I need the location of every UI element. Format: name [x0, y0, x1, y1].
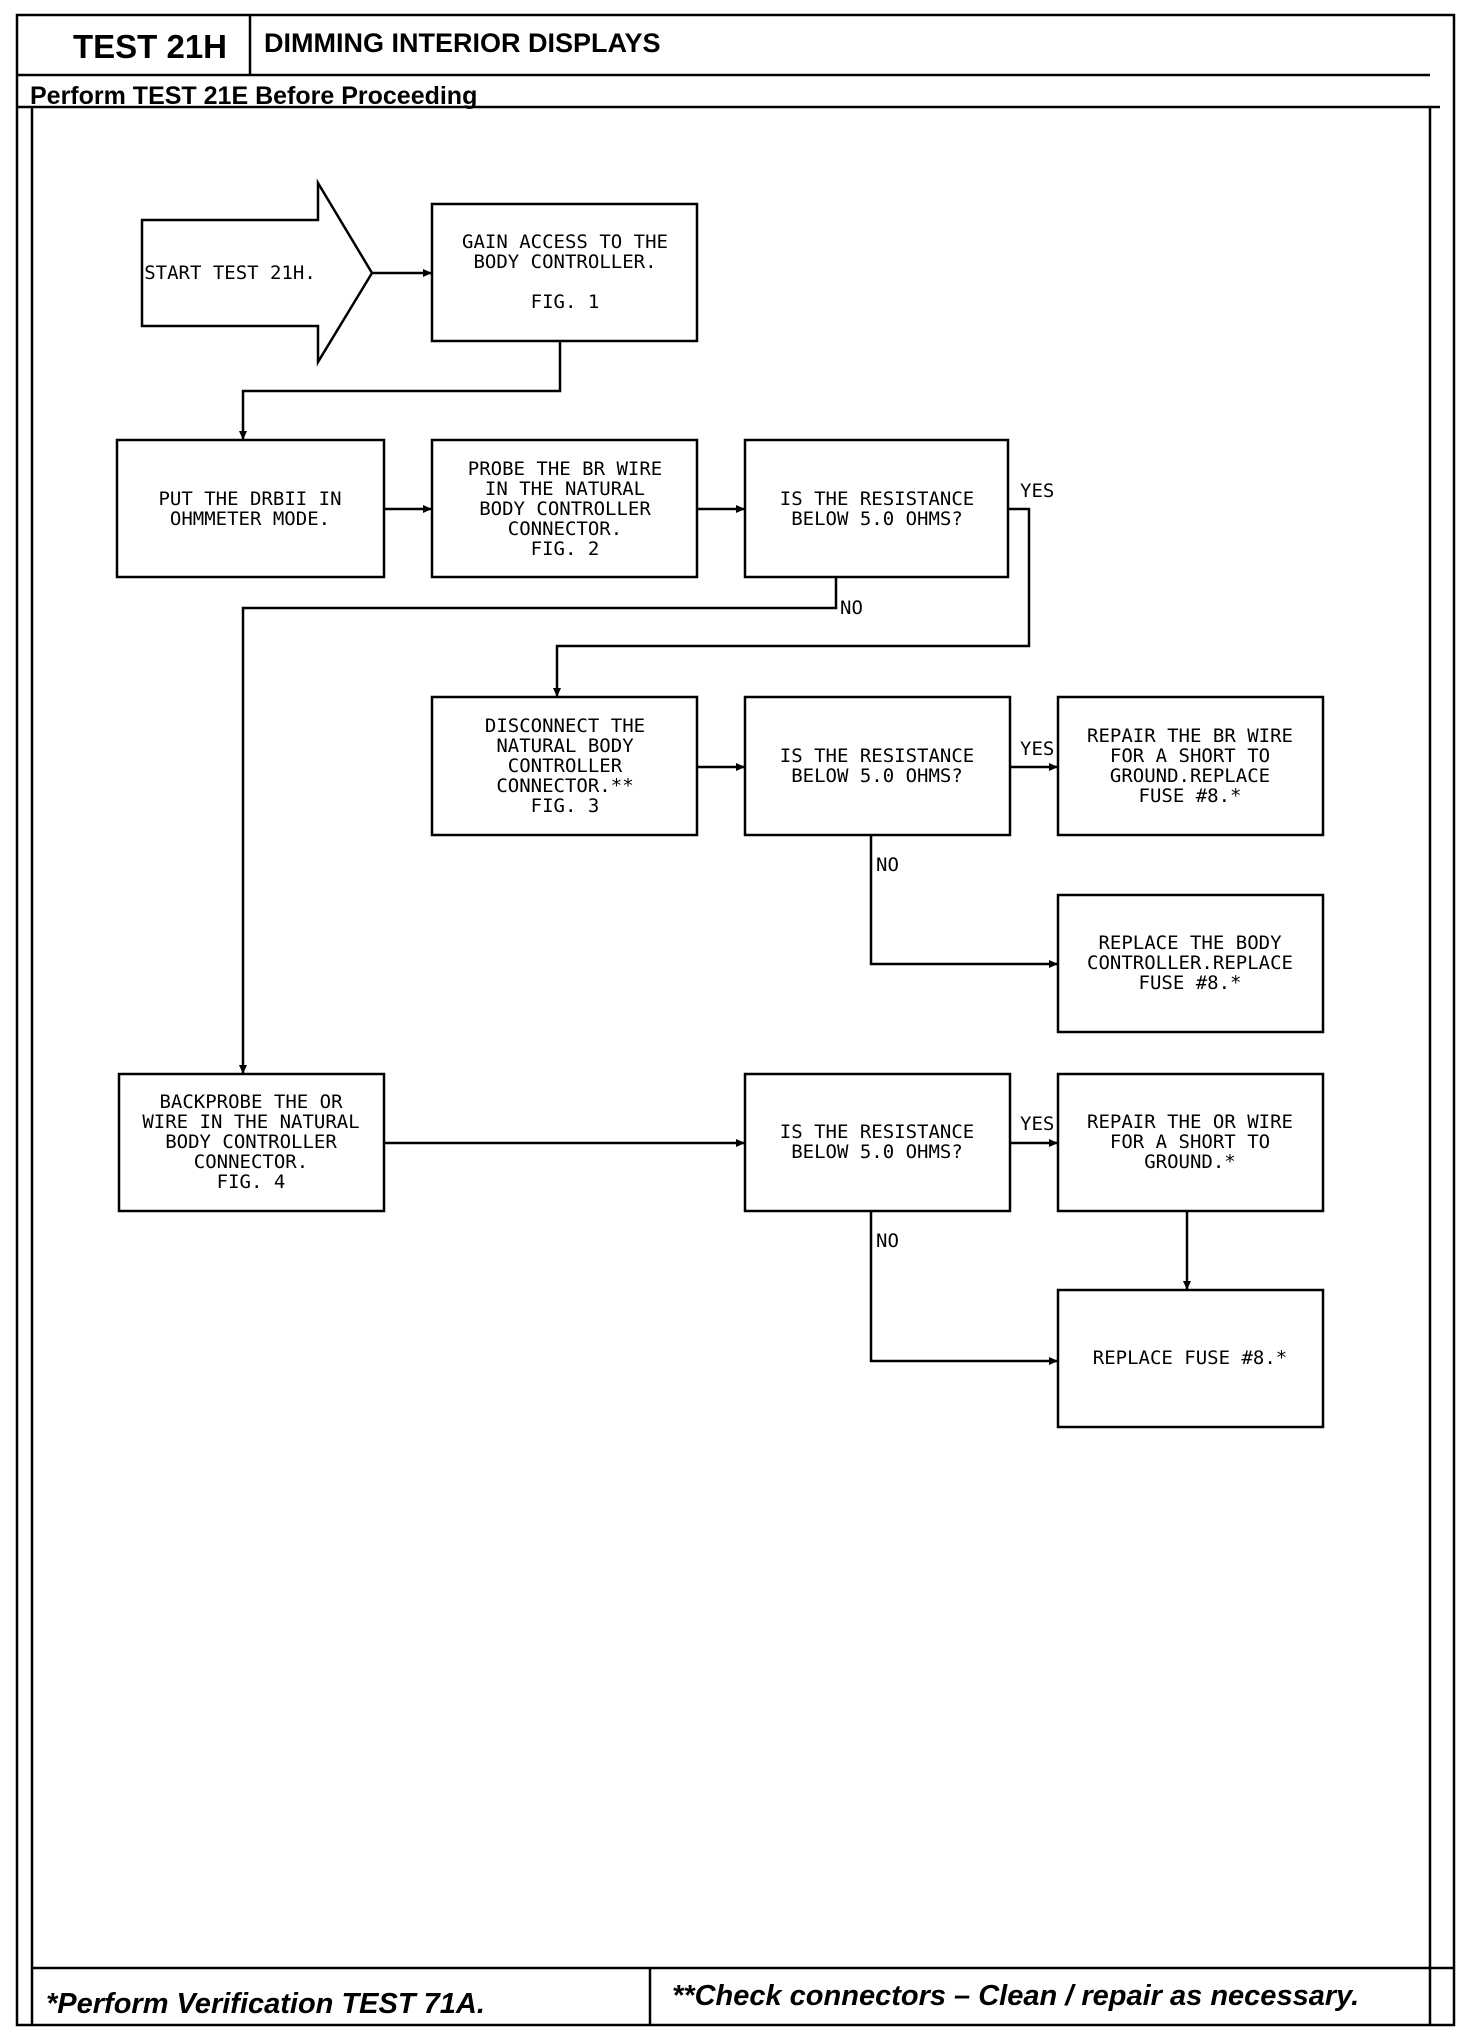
ohmmeter-text-line: OHMMETER MODE. [170, 508, 330, 530]
start-arrow-shape [140, 178, 374, 367]
replace-fuse-text-line: REPLACE FUSE #8.* [1093, 1347, 1287, 1369]
disconnect-text-line: DISCONNECT THE [485, 715, 645, 737]
replace-bc-text-line: REPLACE THE BODY [1098, 932, 1282, 954]
disconnect-text-line: CONTROLLER [508, 755, 623, 777]
connector-decision1-no [239, 578, 838, 1074]
disconnect-box [430, 695, 699, 837]
decision-3-yes-label: YES [1020, 1113, 1054, 1135]
backprobe-text-line: WIRE IN THE NATURAL [142, 1111, 359, 1133]
connector-gain-to-ohmmeter [239, 341, 562, 440]
disconnect-text-line: FIG. 3 [531, 795, 600, 817]
prerequisite-note: Perform TEST 21E Before Proceeding [30, 82, 478, 110]
repair-br-text-line: FUSE #8.* [1139, 785, 1242, 807]
repair-or-text-line: FOR A SHORT TO [1110, 1131, 1270, 1153]
backprobe-text-line: BODY CONTROLLER [165, 1131, 337, 1153]
decision-1-box [743, 438, 1010, 579]
gain-access-text-line: FIG. 1 [531, 291, 600, 313]
ohmmeter-text-line: PUT THE DRBII IN [158, 488, 341, 510]
probe-br-text-line: CONNECTOR. [508, 518, 622, 540]
repair-or-text-line: GROUND.* [1144, 1151, 1236, 1173]
decision-1-no-label: NO [840, 597, 863, 619]
page-title: DIMMING INTERIOR DISPLAYS [264, 28, 661, 58]
probe-br-text-line: BODY CONTROLLER [479, 498, 651, 520]
probe-br-text-line: IN THE NATURAL [485, 478, 645, 500]
gain-access-box [430, 202, 699, 343]
repair-or-text-line: REPAIR THE OR WIRE [1087, 1111, 1293, 1133]
decision-3-box [743, 1072, 1012, 1213]
decision-3-text-line: BELOW 5.0 OHMS? [791, 1141, 963, 1163]
replace-fuse-box [1056, 1288, 1325, 1429]
backprobe-text-line: BACKPROBE THE OR [159, 1091, 343, 1113]
connector-decision3-no [869, 1212, 1058, 1365]
repair-or-box [1056, 1072, 1325, 1213]
footer-verification-note: *Perform Verification TEST 71A. [46, 1988, 485, 2020]
decision-2-text-line: IS THE RESISTANCE [780, 745, 974, 767]
decision-1-text-line: BELOW 5.0 OHMS? [791, 508, 963, 530]
decision-3-text-line: IS THE RESISTANCE [780, 1121, 974, 1143]
replace-bc-text-line: FUSE #8.* [1139, 972, 1242, 994]
gain-access-text-line: BODY CONTROLLER. [473, 251, 656, 273]
decision-1-text-line: IS THE RESISTANCE [780, 488, 974, 510]
gain-access-text-line: GAIN ACCESS TO THE [462, 231, 668, 253]
repair-br-text-line: FOR A SHORT TO [1110, 745, 1270, 767]
probe-br-text-line: PROBE THE BR WIRE [468, 458, 662, 480]
disconnect-text-line: CONNECTOR.** [496, 775, 633, 797]
flow-connectors [239, 269, 1191, 1365]
backprobe-text-line: FIG. 4 [217, 1171, 286, 1193]
decision-2-text-line: BELOW 5.0 OHMS? [791, 765, 963, 787]
replace-bc-box [1056, 893, 1325, 1034]
test-id: TEST 21H [72, 28, 228, 65]
ohmmeter-box [115, 438, 386, 579]
probe-br-text-line: FIG. 2 [531, 538, 600, 560]
backprobe-box [117, 1072, 386, 1213]
repair-br-text-line: GROUND.REPLACE [1110, 765, 1270, 787]
decision-2-box [743, 695, 1012, 837]
connector-decision1-yes [553, 507, 1031, 697]
decision-2-yes-label: YES [1020, 738, 1054, 760]
probe-br-box [430, 438, 699, 579]
backprobe-text-line: CONNECTOR. [194, 1151, 308, 1173]
connector-decision2-no [869, 836, 1058, 968]
flow-shapes [115, 178, 1325, 1429]
decision-1-yes-label: YES [1020, 480, 1054, 502]
footer-connector-note: **Check connectors – Clean / repair as n… [672, 1980, 1360, 2012]
start-text-line: START TEST 21H. [144, 262, 316, 284]
replace-bc-text-line: CONTROLLER.REPLACE [1087, 952, 1293, 974]
disconnect-text-line: NATURAL BODY [496, 735, 634, 757]
repair-br-text-line: REPAIR THE BR WIRE [1087, 725, 1293, 747]
repair-br-box [1056, 695, 1325, 837]
decision-3-no-label: NO [876, 1230, 899, 1252]
decision-2-no-label: NO [876, 854, 899, 876]
